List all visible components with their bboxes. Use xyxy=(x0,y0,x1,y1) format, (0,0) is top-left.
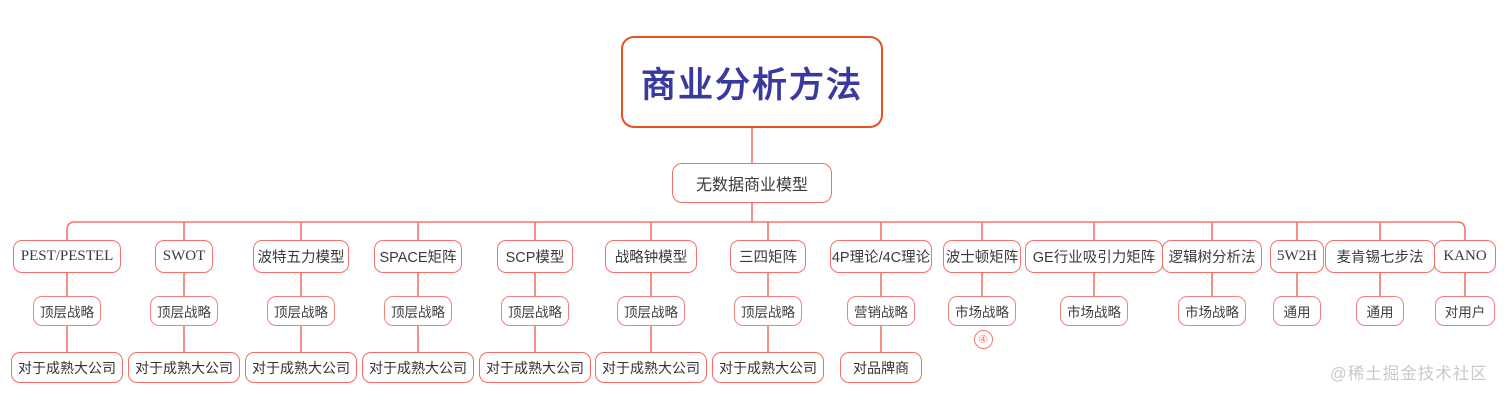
root-node-label: 商业分析方法 xyxy=(640,65,863,105)
target-node-8-label: 对品牌商 xyxy=(853,359,909,376)
layer-node-3-label: 顶层战略 xyxy=(274,305,328,320)
target-node-2[interactable]: 对于成熟大公司 xyxy=(128,352,240,383)
method-node-3-label: 波特五力模型 xyxy=(257,250,345,266)
layer-node-9-label: 市场战略 xyxy=(955,305,1009,320)
layer-node-12-label: 通用 xyxy=(1283,305,1311,320)
method-node-4[interactable]: SPACE矩阵 xyxy=(374,240,462,273)
target-node-1[interactable]: 对于成熟大公司 xyxy=(11,352,123,383)
target-node-4[interactable]: 对于成熟大公司 xyxy=(362,352,474,383)
layer-node-10-label: 市场战略 xyxy=(1067,305,1121,320)
target-node-5-label: 对于成熟大公司 xyxy=(486,359,584,376)
method-node-5-label: SCP模型 xyxy=(505,250,565,266)
layer-node-2[interactable]: 顶层战略 xyxy=(150,296,218,326)
method-node-14-label: KANO xyxy=(1443,248,1487,264)
method-node-2-label: SWOT xyxy=(162,248,206,264)
layer-node-4[interactable]: 顶层战略 xyxy=(384,296,452,326)
method-node-1-label: PEST/PESTEL xyxy=(20,248,114,264)
method-node-3[interactable]: 波特五力模型 xyxy=(253,240,349,273)
layer-node-5-label: 顶层战略 xyxy=(508,305,562,320)
target-node-8[interactable]: 对品牌商 xyxy=(840,352,922,383)
layer-node-7-label: 顶层战略 xyxy=(741,305,795,320)
layer-node-11[interactable]: 市场战略 xyxy=(1178,296,1246,326)
level2-node[interactable]: 无数据商业模型 xyxy=(672,163,832,203)
method-node-12[interactable]: 5W2H xyxy=(1270,240,1324,273)
method-node-8-label: 4P理论/4C理论 xyxy=(831,250,931,266)
layer-node-13-label: 通用 xyxy=(1366,305,1394,320)
method-node-1[interactable]: PEST/PESTEL xyxy=(13,240,121,273)
layer-node-2-label: 顶层战略 xyxy=(157,305,211,320)
level2-node-label: 无数据商业模型 xyxy=(695,177,808,194)
layer-node-6[interactable]: 顶层战略 xyxy=(617,296,685,326)
target-node-7-label: 对于成熟大公司 xyxy=(719,359,817,376)
layer-node-1[interactable]: 顶层战略 xyxy=(33,296,101,326)
target-node-3[interactable]: 对于成熟大公司 xyxy=(245,352,357,383)
watermark: @稀土掘金技术社区 xyxy=(1330,365,1488,383)
method-node-10[interactable]: GE行业吸引力矩阵 xyxy=(1025,240,1163,273)
layer-node-8-label: 营销战略 xyxy=(854,305,908,320)
connector-bus xyxy=(66,221,1466,231)
layer-node-3[interactable]: 顶层战略 xyxy=(267,296,335,326)
method-node-2[interactable]: SWOT xyxy=(155,240,213,273)
method-node-6[interactable]: 战略钟模型 xyxy=(605,240,697,273)
layer-node-8[interactable]: 营销战略 xyxy=(847,296,915,326)
target-node-1-label: 对于成熟大公司 xyxy=(18,359,116,376)
target-node-6-label: 对于成熟大公司 xyxy=(602,359,700,376)
method-node-14[interactable]: KANO xyxy=(1434,240,1496,273)
method-node-9-label: 波士顿矩阵 xyxy=(945,250,1019,266)
target-node-2-label: 对于成熟大公司 xyxy=(135,359,233,376)
method-node-10-label: GE行业吸引力矩阵 xyxy=(1032,250,1156,266)
method-node-5[interactable]: SCP模型 xyxy=(497,240,573,273)
layer-node-5[interactable]: 顶层战略 xyxy=(501,296,569,326)
method-node-11[interactable]: 逻辑树分析法 xyxy=(1162,240,1262,273)
method-node-12-label: 5W2H xyxy=(1277,248,1317,264)
method-node-11-label: 逻辑树分析法 xyxy=(1168,250,1256,266)
method-node-9[interactable]: 波士顿矩阵 xyxy=(943,240,1021,273)
layer-node-7[interactable]: 顶层战略 xyxy=(734,296,802,326)
target-node-7[interactable]: 对于成熟大公司 xyxy=(712,352,824,383)
layer-node-6-label: 顶层战略 xyxy=(624,305,678,320)
target-node-3-label: 对于成熟大公司 xyxy=(252,359,350,376)
layer-node-4-label: 顶层战略 xyxy=(391,305,445,320)
layer-node-10[interactable]: 市场战略 xyxy=(1060,296,1128,326)
branch-marker-9: ④ xyxy=(973,330,993,349)
layer-node-13[interactable]: 通用 xyxy=(1356,296,1404,326)
method-node-7[interactable]: 三四矩阵 xyxy=(730,240,806,273)
target-node-6[interactable]: 对于成熟大公司 xyxy=(595,352,707,383)
layer-node-12[interactable]: 通用 xyxy=(1273,296,1321,326)
method-node-8[interactable]: 4P理论/4C理论 xyxy=(830,240,932,273)
layer-node-11-label: 市场战略 xyxy=(1185,305,1239,320)
layer-node-1-label: 顶层战略 xyxy=(40,305,94,320)
target-node-5[interactable]: 对于成熟大公司 xyxy=(479,352,591,383)
method-node-13[interactable]: 麦肯锡七步法 xyxy=(1325,240,1435,273)
method-node-4-label: SPACE矩阵 xyxy=(379,250,457,266)
method-node-13-label: 麦肯锡七步法 xyxy=(1336,250,1424,266)
layer-node-14[interactable]: 对用户 xyxy=(1435,296,1495,326)
layer-node-9[interactable]: 市场战略 xyxy=(948,296,1016,326)
root-node[interactable]: 商业分析方法 xyxy=(621,36,883,128)
layer-node-14-label: 对用户 xyxy=(1444,305,1486,320)
target-node-4-label: 对于成熟大公司 xyxy=(369,359,467,376)
method-node-7-label: 三四矩阵 xyxy=(739,250,797,266)
method-node-6-label: 战略钟模型 xyxy=(614,250,688,266)
